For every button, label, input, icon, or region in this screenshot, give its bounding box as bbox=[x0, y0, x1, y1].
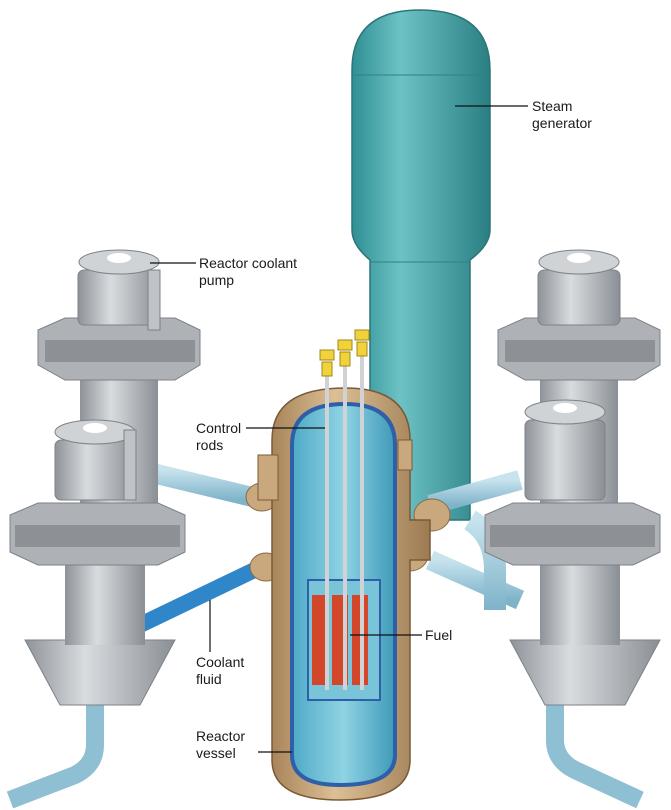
label-fuel: Fuel bbox=[425, 627, 453, 643]
rod-caps bbox=[319, 329, 370, 377]
coolant-fluid-pipe bbox=[136, 557, 269, 633]
leader-lines bbox=[150, 105, 528, 753]
label-reactor-coolant-pump: Reactor coolant pump bbox=[199, 255, 298, 288]
pump-bottom-right bbox=[484, 399, 661, 706]
lower-pipes bbox=[6, 700, 644, 809]
control-rods bbox=[319, 329, 370, 690]
fuel-assemblies bbox=[312, 595, 368, 685]
label-steam-generator: Steam generator bbox=[532, 98, 592, 131]
steam-generator bbox=[351, 9, 491, 521]
label-reactor-vessel: Reactor vessel bbox=[196, 728, 246, 761]
label-control-rods: Control rods bbox=[196, 420, 242, 453]
label-coolant-fluid: Coolant fluid bbox=[196, 654, 245, 687]
pump-bottom-left bbox=[9, 419, 186, 706]
